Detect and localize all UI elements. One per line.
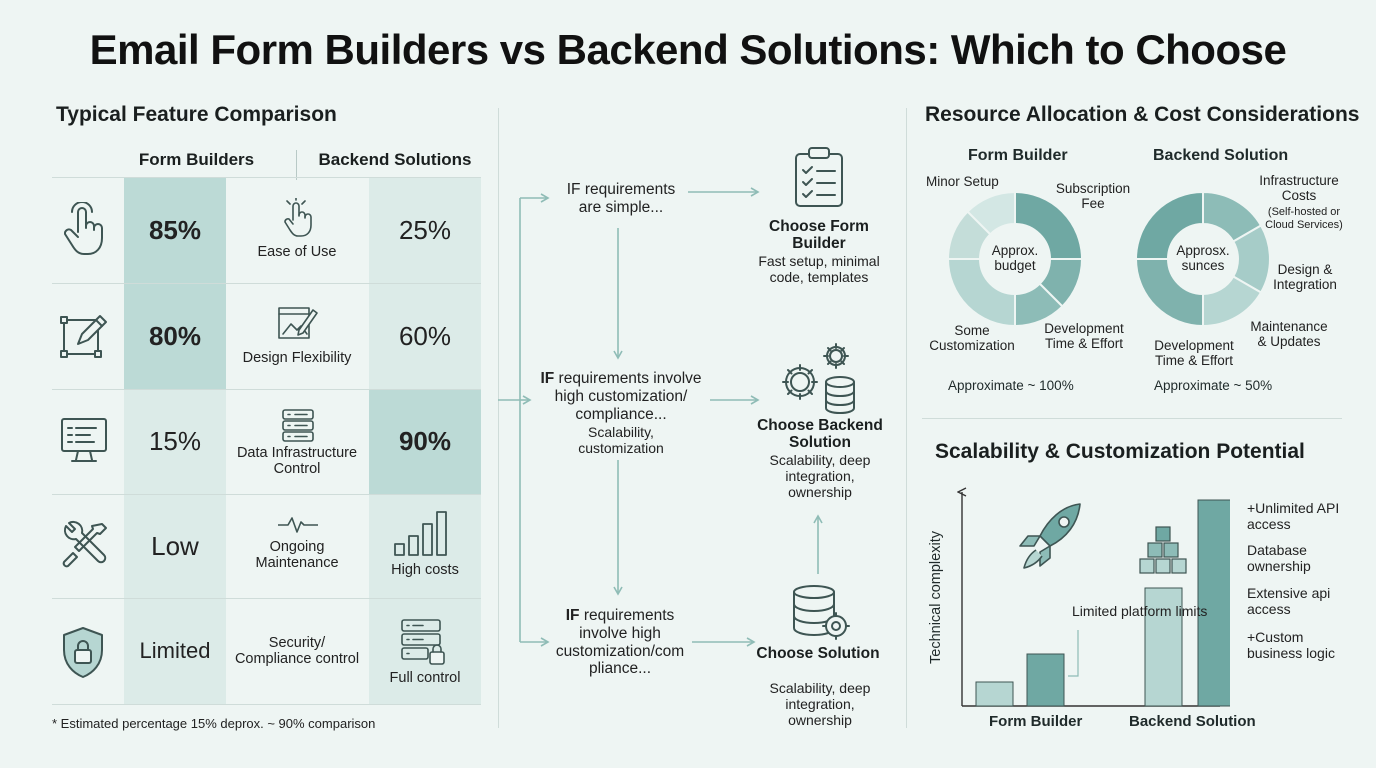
flow-arrows xyxy=(498,187,823,647)
form-total: Approximate ~ 100% xyxy=(948,378,1074,393)
backend-highlight-cell xyxy=(369,389,481,495)
choice-backend-title: Choose Backend Solution xyxy=(757,417,883,452)
bar-chart-icon xyxy=(393,510,453,563)
condition-subtext: Scalability, customization xyxy=(578,424,664,457)
form-label-minor-setup: Minor Setup xyxy=(926,174,999,189)
choice-solution-title: Choose Solution xyxy=(756,645,880,662)
row-divider xyxy=(52,389,481,390)
comparison-title: Typical Feature Comparison xyxy=(56,103,337,126)
form-value-security: Limited xyxy=(139,638,211,663)
heartbeat-icon xyxy=(277,516,319,539)
form-builder-donut xyxy=(946,190,1084,328)
shield-lock-icon xyxy=(60,626,106,685)
scalability-title: Scalability & Customization Potential xyxy=(935,440,1305,463)
backend-value-maintenance: High costs xyxy=(391,562,459,578)
y-axis-label: Technical complexity xyxy=(928,531,944,664)
form-value-data: 15% xyxy=(148,426,202,456)
choice-form-builder-sub: Fast setup, minimal code, templates xyxy=(758,253,880,286)
section-divider-horizontal xyxy=(922,418,1342,419)
backend-note-database: Database ownership xyxy=(1247,542,1311,575)
row-divider xyxy=(52,177,481,178)
backend-note-extensive: Extensive api access xyxy=(1247,585,1331,618)
page-title: Email Form Builders vs Backend Solutions… xyxy=(89,26,1287,73)
backend-label-infrastructure: Infrastructure Costs xyxy=(1259,173,1339,203)
touch-hand-icon xyxy=(58,201,110,263)
x-label-backend: Backend Solution xyxy=(1129,713,1256,730)
form-value-design: 80% xyxy=(148,320,202,351)
column-header-backend: Backend Solutions xyxy=(318,150,472,169)
backend-value-ease: 25% xyxy=(398,214,452,245)
backend-donut xyxy=(1134,190,1271,328)
scalability-chart xyxy=(950,480,1230,707)
form-builder-donut-title: Form Builder xyxy=(968,147,1068,164)
x-label-form-builder: Form Builder xyxy=(989,713,1083,730)
form-donut-center: Approx. budget xyxy=(991,243,1039,273)
choice-backend-sub: Scalability, deep integration, ownership xyxy=(769,452,871,501)
database-gear-icon xyxy=(790,584,852,649)
backend-label-development: Development Time & Effort xyxy=(1154,338,1234,368)
backend-label-maintenance: Maintenance & Updates xyxy=(1250,319,1328,349)
section-divider-right xyxy=(906,108,907,728)
row-divider xyxy=(52,704,481,705)
backend-value-data: 90% xyxy=(398,426,452,456)
form-label-subscription: Subscription Fee xyxy=(1055,181,1131,211)
backend-donut-title: Backend Solution xyxy=(1153,147,1289,164)
backend-label-design: Design & Integration xyxy=(1273,262,1337,292)
backend-donut-center: Approsx. sunces xyxy=(1176,243,1230,273)
form-value-ease: 85% xyxy=(148,214,202,245)
row-divider xyxy=(52,494,481,495)
backend-note-logic: +Custom business logic xyxy=(1247,629,1335,662)
server-icon xyxy=(281,408,315,449)
resources-title: Resource Allocation & Cost Consideration… xyxy=(925,103,1360,126)
form-label-development: Development Time & Effort xyxy=(1044,321,1124,351)
gears-database-icon xyxy=(778,340,862,421)
feature-label-security: Security/ Compliance control xyxy=(234,635,360,667)
condition-high-customization: IF requirements involve high customizati… xyxy=(540,370,702,423)
feature-label-data: Data Infrastructure Control xyxy=(236,445,358,477)
footnote: * Estimated percentage 15% deprox. ~ 90%… xyxy=(52,716,376,731)
form-value-maintenance: Low xyxy=(151,530,199,561)
backend-label-infra-note: (Self-hosted or Cloud Services) xyxy=(1265,206,1343,232)
clipboard-checklist-icon xyxy=(793,146,845,213)
section-divider-left xyxy=(498,108,499,728)
form-label-customization: Some Customization xyxy=(929,323,1015,353)
feature-label-ease: Ease of Use xyxy=(257,244,337,260)
backend-total: Approximate ~ 50% xyxy=(1154,378,1273,393)
backend-value-security: Full control xyxy=(389,670,461,686)
column-header-form: Form Builders xyxy=(138,150,255,169)
pen-selection-icon xyxy=(58,312,108,367)
server-lock-icon xyxy=(400,618,448,673)
choice-form-builder-title: Choose Form Builder xyxy=(769,218,869,253)
header-separator xyxy=(296,150,297,180)
row-divider xyxy=(52,283,481,284)
row-divider xyxy=(52,598,481,599)
form-builder-note: Limited platform limits xyxy=(1072,603,1208,619)
feature-label-maintenance: Ongoing Maintenance xyxy=(255,539,339,571)
backend-note-api: +Unlimited API access xyxy=(1247,500,1340,533)
choice-solution-sub: Scalability, deep integration, ownership xyxy=(769,680,871,729)
touch-hand-icon xyxy=(281,197,315,243)
condition-simple: IF requirements are simple... xyxy=(566,181,676,216)
condition-compliance: IF requirements involve high customizati… xyxy=(555,607,685,678)
feature-label-design: Design Flexibility xyxy=(242,350,352,366)
image-edit-icon xyxy=(277,304,319,349)
monitor-icon xyxy=(60,416,108,471)
wrench-screwdriver-icon xyxy=(58,520,110,577)
backend-value-design: 60% xyxy=(398,320,452,351)
